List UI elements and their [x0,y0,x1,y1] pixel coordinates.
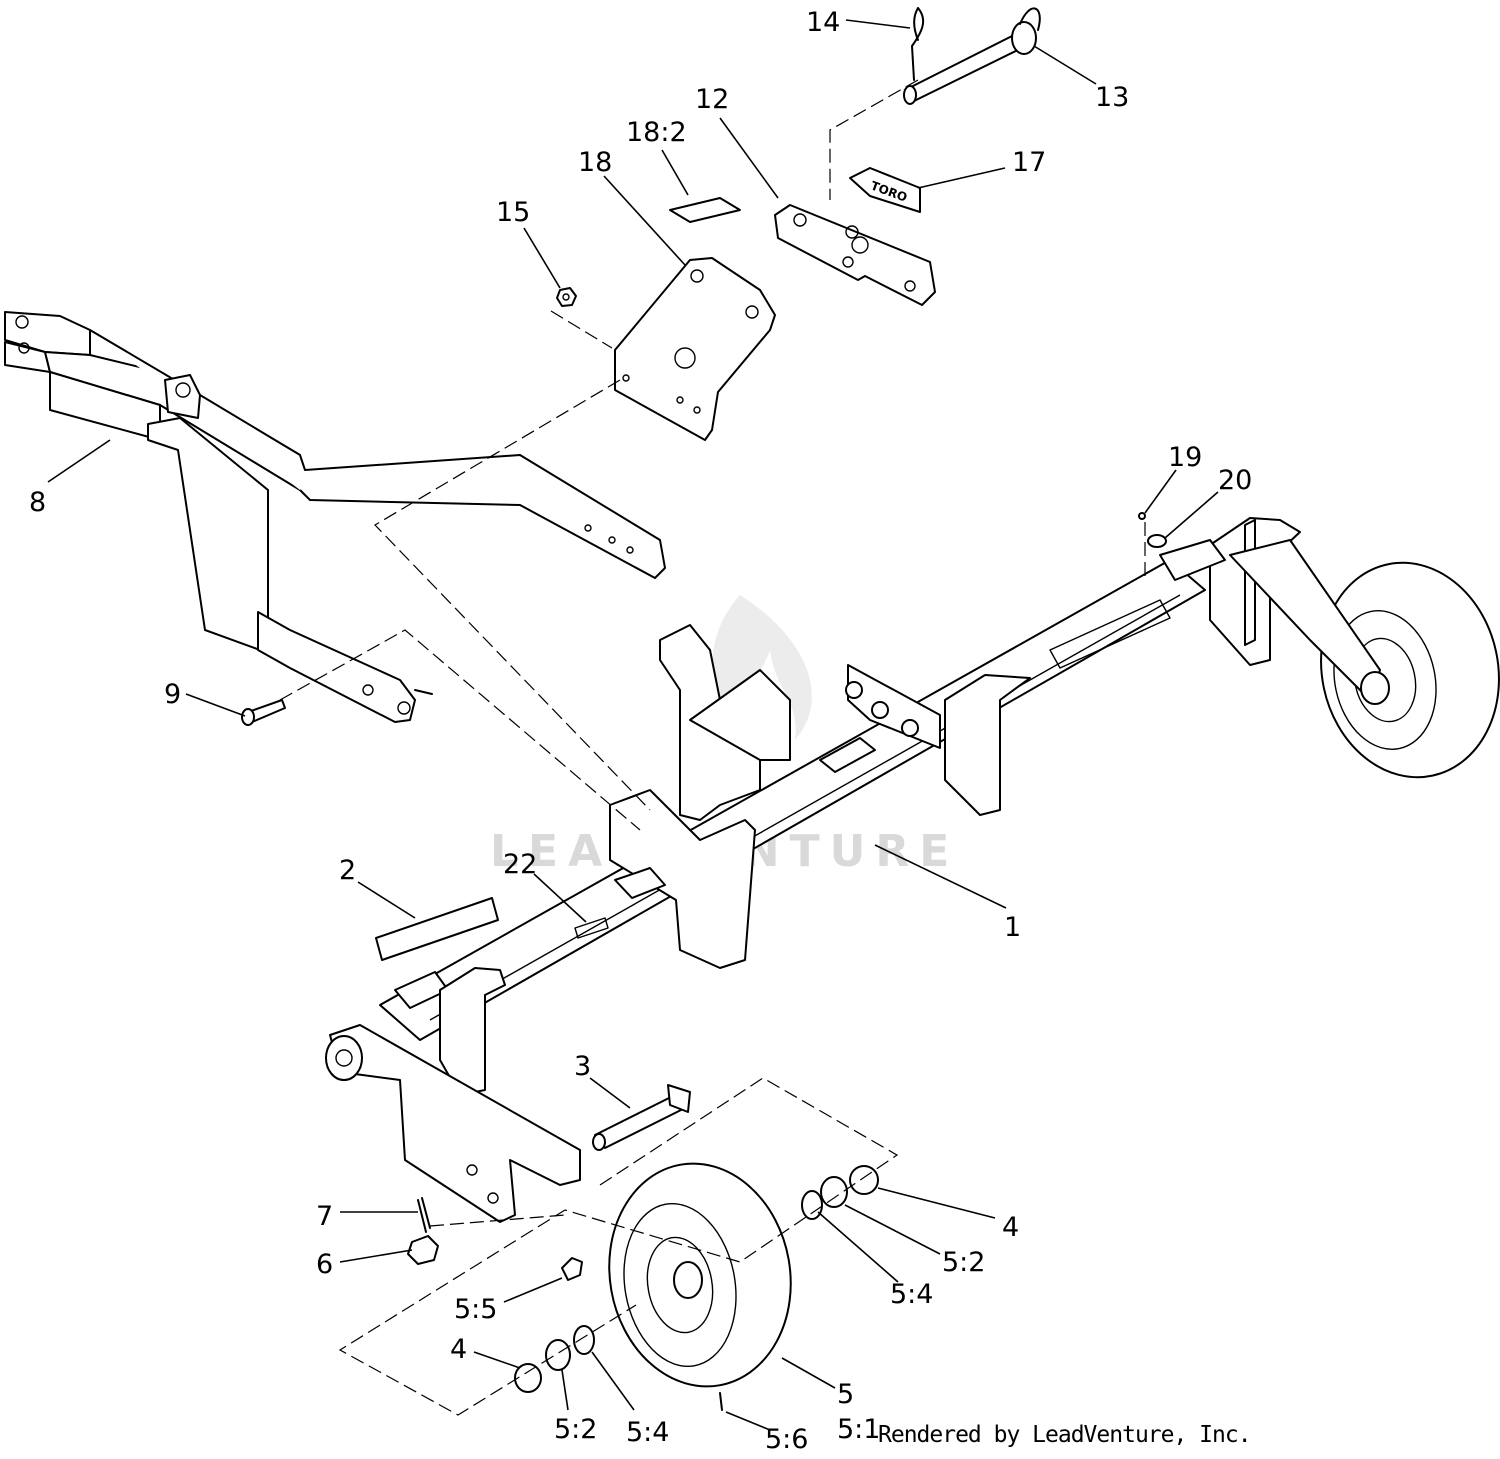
callouts: 14 13 12 18:2 18 17 15 8 19 20 9 22 2 1 … [29,7,1252,1455]
callout-1: 1 [1004,912,1021,943]
callout-14: 14 [806,7,840,38]
callout-19: 19 [1168,442,1202,473]
callout-6: 6 [316,1249,333,1280]
cotter-pin-7 [417,1197,431,1233]
plate-12: TORO [774,167,936,306]
callout-7: 7 [316,1201,333,1232]
callout-5-2-right: 5:2 [942,1247,985,1278]
callout-5: 5 [837,1379,854,1410]
castle-nut-6 [407,1235,439,1265]
wheel-right [1229,539,1500,779]
callout-15: 15 [496,197,530,228]
clip-14 [911,7,925,81]
assembly-lines [279,79,1146,1416]
callout-12: 12 [695,84,729,115]
callout-5-2-left: 5:2 [554,1414,597,1445]
callout-5-6: 5:6 [765,1424,808,1455]
axle-pin-3 [592,1084,691,1151]
callout-5-5: 5:5 [454,1294,497,1325]
callout-5-1: 5:1 [837,1414,880,1445]
callout-5-4-right: 5:4 [890,1279,933,1310]
callout-18: 18 [578,147,612,178]
hitch-frame [4,311,666,723]
grease-19-20 [1138,512,1167,548]
bracket-18 [614,197,776,441]
callout-4-right: 4 [1002,1212,1019,1243]
callout-18-2: 18:2 [626,117,687,148]
callout-20: 20 [1218,465,1252,496]
callout-3: 3 [574,1051,591,1082]
callout-13: 13 [1095,82,1129,113]
callout-4-left: 4 [450,1334,467,1365]
decal-2 [375,897,499,961]
callout-22: 22 [503,849,537,880]
callout-17: 17 [1012,147,1046,178]
leader-lines [47,19,1219,1431]
callout-9: 9 [164,679,181,710]
bolt-9 [241,699,286,726]
callout-2: 2 [339,855,356,886]
credit-text: Rendered by LeadVenture, Inc. [878,1422,1252,1448]
callout-8: 8 [29,487,46,518]
pin-13 [903,7,1041,105]
wheel-5 [608,1162,792,1388]
callout-5-4-left: 5:4 [626,1417,669,1448]
nut-15 [556,287,577,307]
